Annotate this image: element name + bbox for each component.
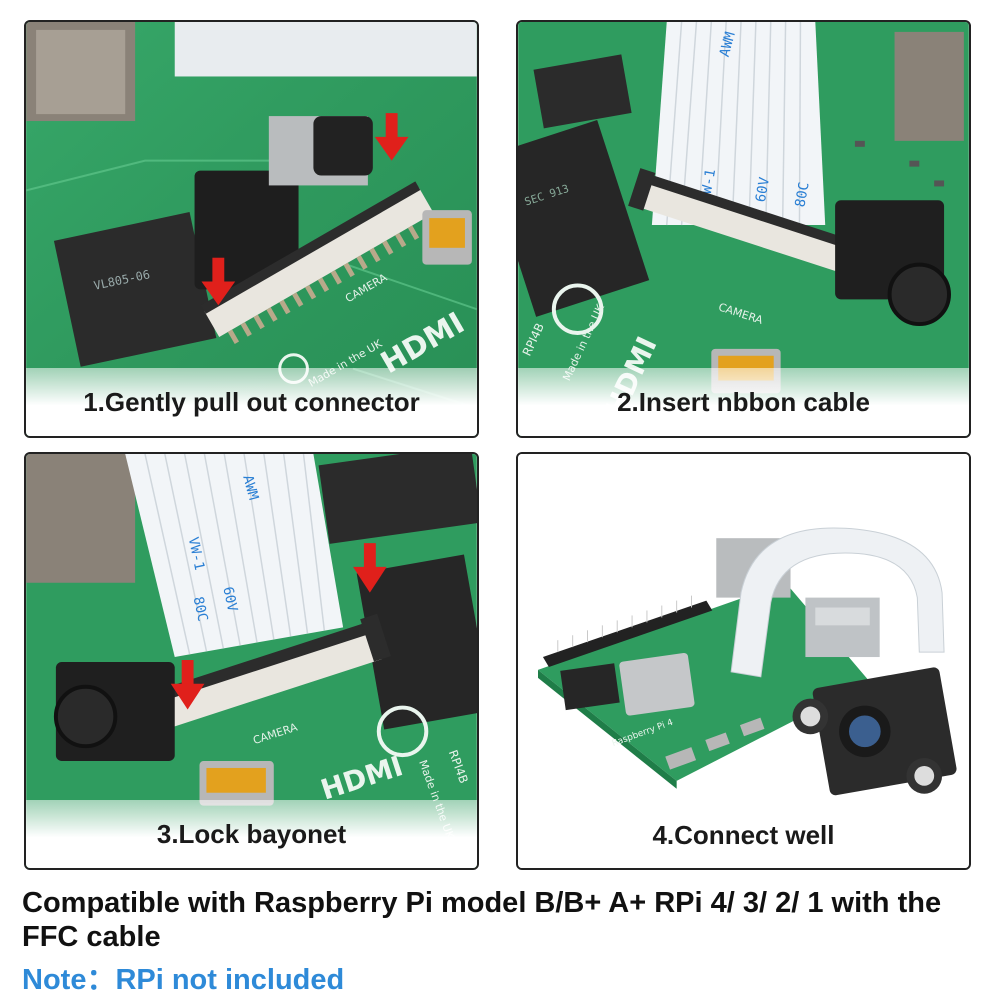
step-1-photo: VL805-06 CAMERA HDM bbox=[26, 22, 477, 436]
red-down-arrow-icon bbox=[170, 660, 205, 710]
ribbon-cable: AWM VW-1 60V 80C bbox=[125, 454, 344, 658]
ribbon-print-80c: 80C bbox=[792, 181, 812, 208]
step-1-caption: 1.Gently pull out connector bbox=[26, 368, 477, 436]
red-down-arrow-icon bbox=[353, 543, 387, 593]
note-text: Note：RPi not included bbox=[22, 964, 345, 996]
step-4-photo: Raspberry Pi 4 bbox=[518, 454, 969, 868]
ribbon-print-60v: 60V bbox=[753, 176, 773, 203]
step-2-panel: SEC 913 AWM VW-1 60V 80C bbox=[516, 20, 971, 438]
red-down-arrow-icon bbox=[201, 257, 236, 306]
step-2-photo: SEC 913 AWM VW-1 60V 80C bbox=[518, 22, 969, 436]
ribbon-print-awm: AWM bbox=[717, 30, 739, 58]
ribbon-print-vw: VW-1 bbox=[185, 536, 208, 572]
compatibility-text: Compatible with Raspberry Pi model B/B+ … bbox=[22, 887, 942, 953]
ribbon-print-60v: 60V bbox=[219, 585, 240, 613]
raspberry-pi-board: Raspberry Pi 4 bbox=[537, 538, 880, 789]
step-4-caption: 4.Connect well bbox=[652, 820, 835, 850]
camera-module bbox=[792, 667, 957, 796]
red-down-arrow-icon bbox=[374, 113, 409, 161]
step-2-caption: 2.Insert nbbon cable bbox=[518, 368, 969, 436]
ribbon-cable bbox=[730, 527, 945, 678]
step-3-caption: 3.Lock bayonet bbox=[26, 800, 477, 868]
step-3-photo: AWM VW-1 60V 80C CAMERA RPI4B Made in th… bbox=[26, 454, 477, 868]
ribbon-print-80c: 80C bbox=[190, 595, 211, 623]
ribbon-cable: AWM VW-1 60V 80C bbox=[651, 22, 826, 226]
step-4-panel: Raspberry Pi 4 4.Connect well bbox=[516, 452, 971, 870]
step-1-panel: VL805-06 CAMERA HDM bbox=[24, 20, 479, 438]
ribbon-print-awm: AWM bbox=[239, 473, 261, 501]
step-3-panel: AWM VW-1 60V 80C CAMERA RPI4B Made in th… bbox=[24, 452, 479, 870]
